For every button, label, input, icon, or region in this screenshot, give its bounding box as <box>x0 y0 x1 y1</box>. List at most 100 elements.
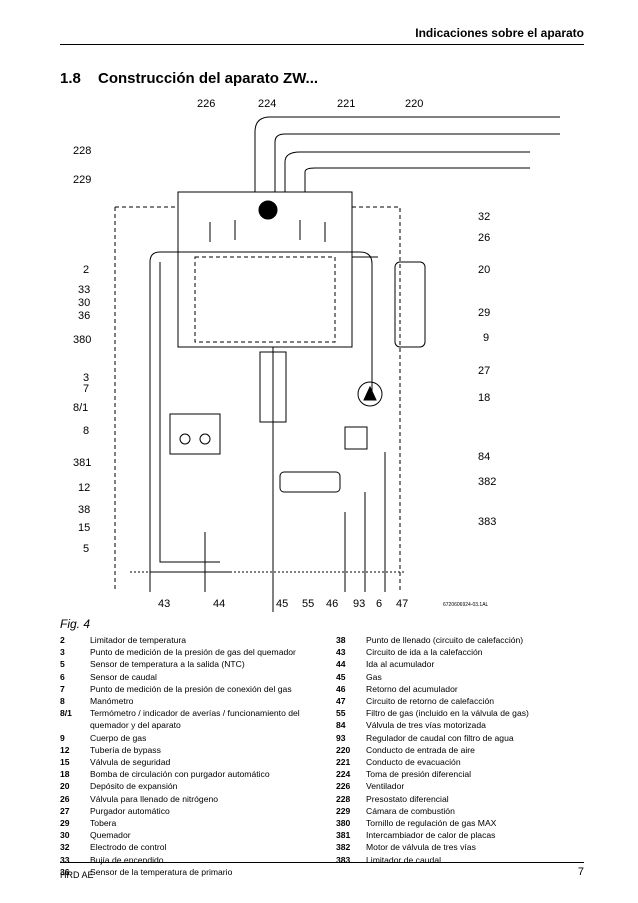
pipe-left-inner <box>159 262 220 563</box>
label-8-1: 8/1 <box>73 402 89 414</box>
label-47: 47 <box>396 598 409 610</box>
legend-text: Termómetro / indicador de averías / func… <box>90 708 300 731</box>
legend-text: Cámara de combustión <box>366 805 455 816</box>
manometer <box>179 433 191 445</box>
legend-text: Purgador automático <box>90 805 170 816</box>
label-228: 228 <box>73 145 92 157</box>
air-duct-inner <box>304 167 530 192</box>
three-way-valve <box>344 426 368 450</box>
label-46: 46 <box>326 598 339 610</box>
label-36: 36 <box>78 310 91 322</box>
flame-arrows <box>209 220 326 242</box>
label-27: 27 <box>478 365 491 377</box>
label-44: 44 <box>213 598 226 610</box>
label-226: 226 <box>197 98 216 110</box>
legend-item: 30 Quemador <box>60 829 322 841</box>
legend-number: 29 <box>60 818 70 829</box>
label-29: 29 <box>478 307 491 319</box>
legend-number: 20 <box>60 781 70 792</box>
legend-number: 7 <box>60 683 65 694</box>
legend-text: Sensor de la temperatura de primario <box>90 866 233 877</box>
legend-number: 55 <box>336 708 346 719</box>
legend-text: Punto de llenado (circuito de calefacció… <box>366 635 524 645</box>
legend-number: 383 <box>336 854 351 865</box>
control-line-left <box>114 206 178 592</box>
legend-item: 383 Limitador de caudal <box>336 854 586 866</box>
legend-item: 29 Tobera <box>60 817 322 829</box>
label-220: 220 <box>405 98 424 110</box>
legend-text: Manómetro <box>90 696 134 707</box>
label-381: 381 <box>73 457 92 469</box>
legend-text: Tubería de bypass <box>90 744 161 755</box>
appliance-diagram: 226 224 221 220 228 229 2 33 30 36 380 3… <box>60 92 580 612</box>
legend-text: Conducto de entrada de aire <box>366 744 475 755</box>
label-43: 43 <box>158 598 171 610</box>
legend-text: Ida al acumulador <box>366 659 435 670</box>
header-rule <box>60 44 584 45</box>
legend-text: Intercambiador de calor de placas <box>366 830 496 841</box>
legend-text: Tornillo de regulación de gas MAX <box>366 818 497 829</box>
legend-number: 6 <box>60 671 65 682</box>
legend-number: 27 <box>60 805 70 816</box>
legend-item: 224 Toma de presión diferencial <box>336 768 586 780</box>
label-5: 5 <box>83 543 90 555</box>
heat-exchanger <box>194 256 336 343</box>
legend-text: Bujía de encendido <box>90 854 164 865</box>
air-duct-outer <box>284 151 530 192</box>
pump-triangle <box>363 385 377 401</box>
label-20: 20 <box>478 264 491 276</box>
legend-number: 47 <box>336 696 346 707</box>
label-221: 221 <box>337 98 356 110</box>
legend-text: Toma de presión diferencial <box>366 769 472 780</box>
legend-number: 26 <box>60 793 70 804</box>
legend-number: 9 <box>60 732 65 743</box>
legend-text: Electrodo de control <box>90 842 167 853</box>
label-383: 383 <box>478 516 497 528</box>
section-title: Construcción del aparato ZW... <box>98 70 319 87</box>
legend-text: Tobera <box>90 818 117 829</box>
label-2: 2 <box>83 264 90 276</box>
legend-number: 8/1 <box>60 708 72 719</box>
pump <box>357 381 383 407</box>
label-380: 380 <box>73 334 92 346</box>
legend-number: 224 <box>336 769 351 780</box>
label-9: 9 <box>483 332 490 344</box>
label-12: 12 <box>78 482 91 494</box>
label-33: 33 <box>78 284 91 296</box>
legend-text: Limitador de caudal <box>366 854 442 865</box>
label-382: 382 <box>478 476 497 488</box>
label-3: 3 <box>83 372 90 384</box>
legend-number: 30 <box>60 830 70 841</box>
page-number: 7 <box>577 866 584 878</box>
legend-text: Bomba de circulación con purgador automá… <box>90 769 270 780</box>
legend-text: Válvula para llenado de nitrógeno <box>90 793 219 804</box>
legend-text: Quemador <box>90 830 131 841</box>
connection-pipes <box>149 452 386 592</box>
legend-text: Ventilador <box>366 781 405 792</box>
legend-text: Regulador de caudal con filtro de agua <box>366 732 514 743</box>
label-30: 30 <box>78 297 91 309</box>
legend-number: 33 <box>60 854 70 865</box>
legend-number: 3 <box>60 647 65 658</box>
expansion-vessel <box>394 261 426 348</box>
combustion-chamber <box>177 191 353 348</box>
